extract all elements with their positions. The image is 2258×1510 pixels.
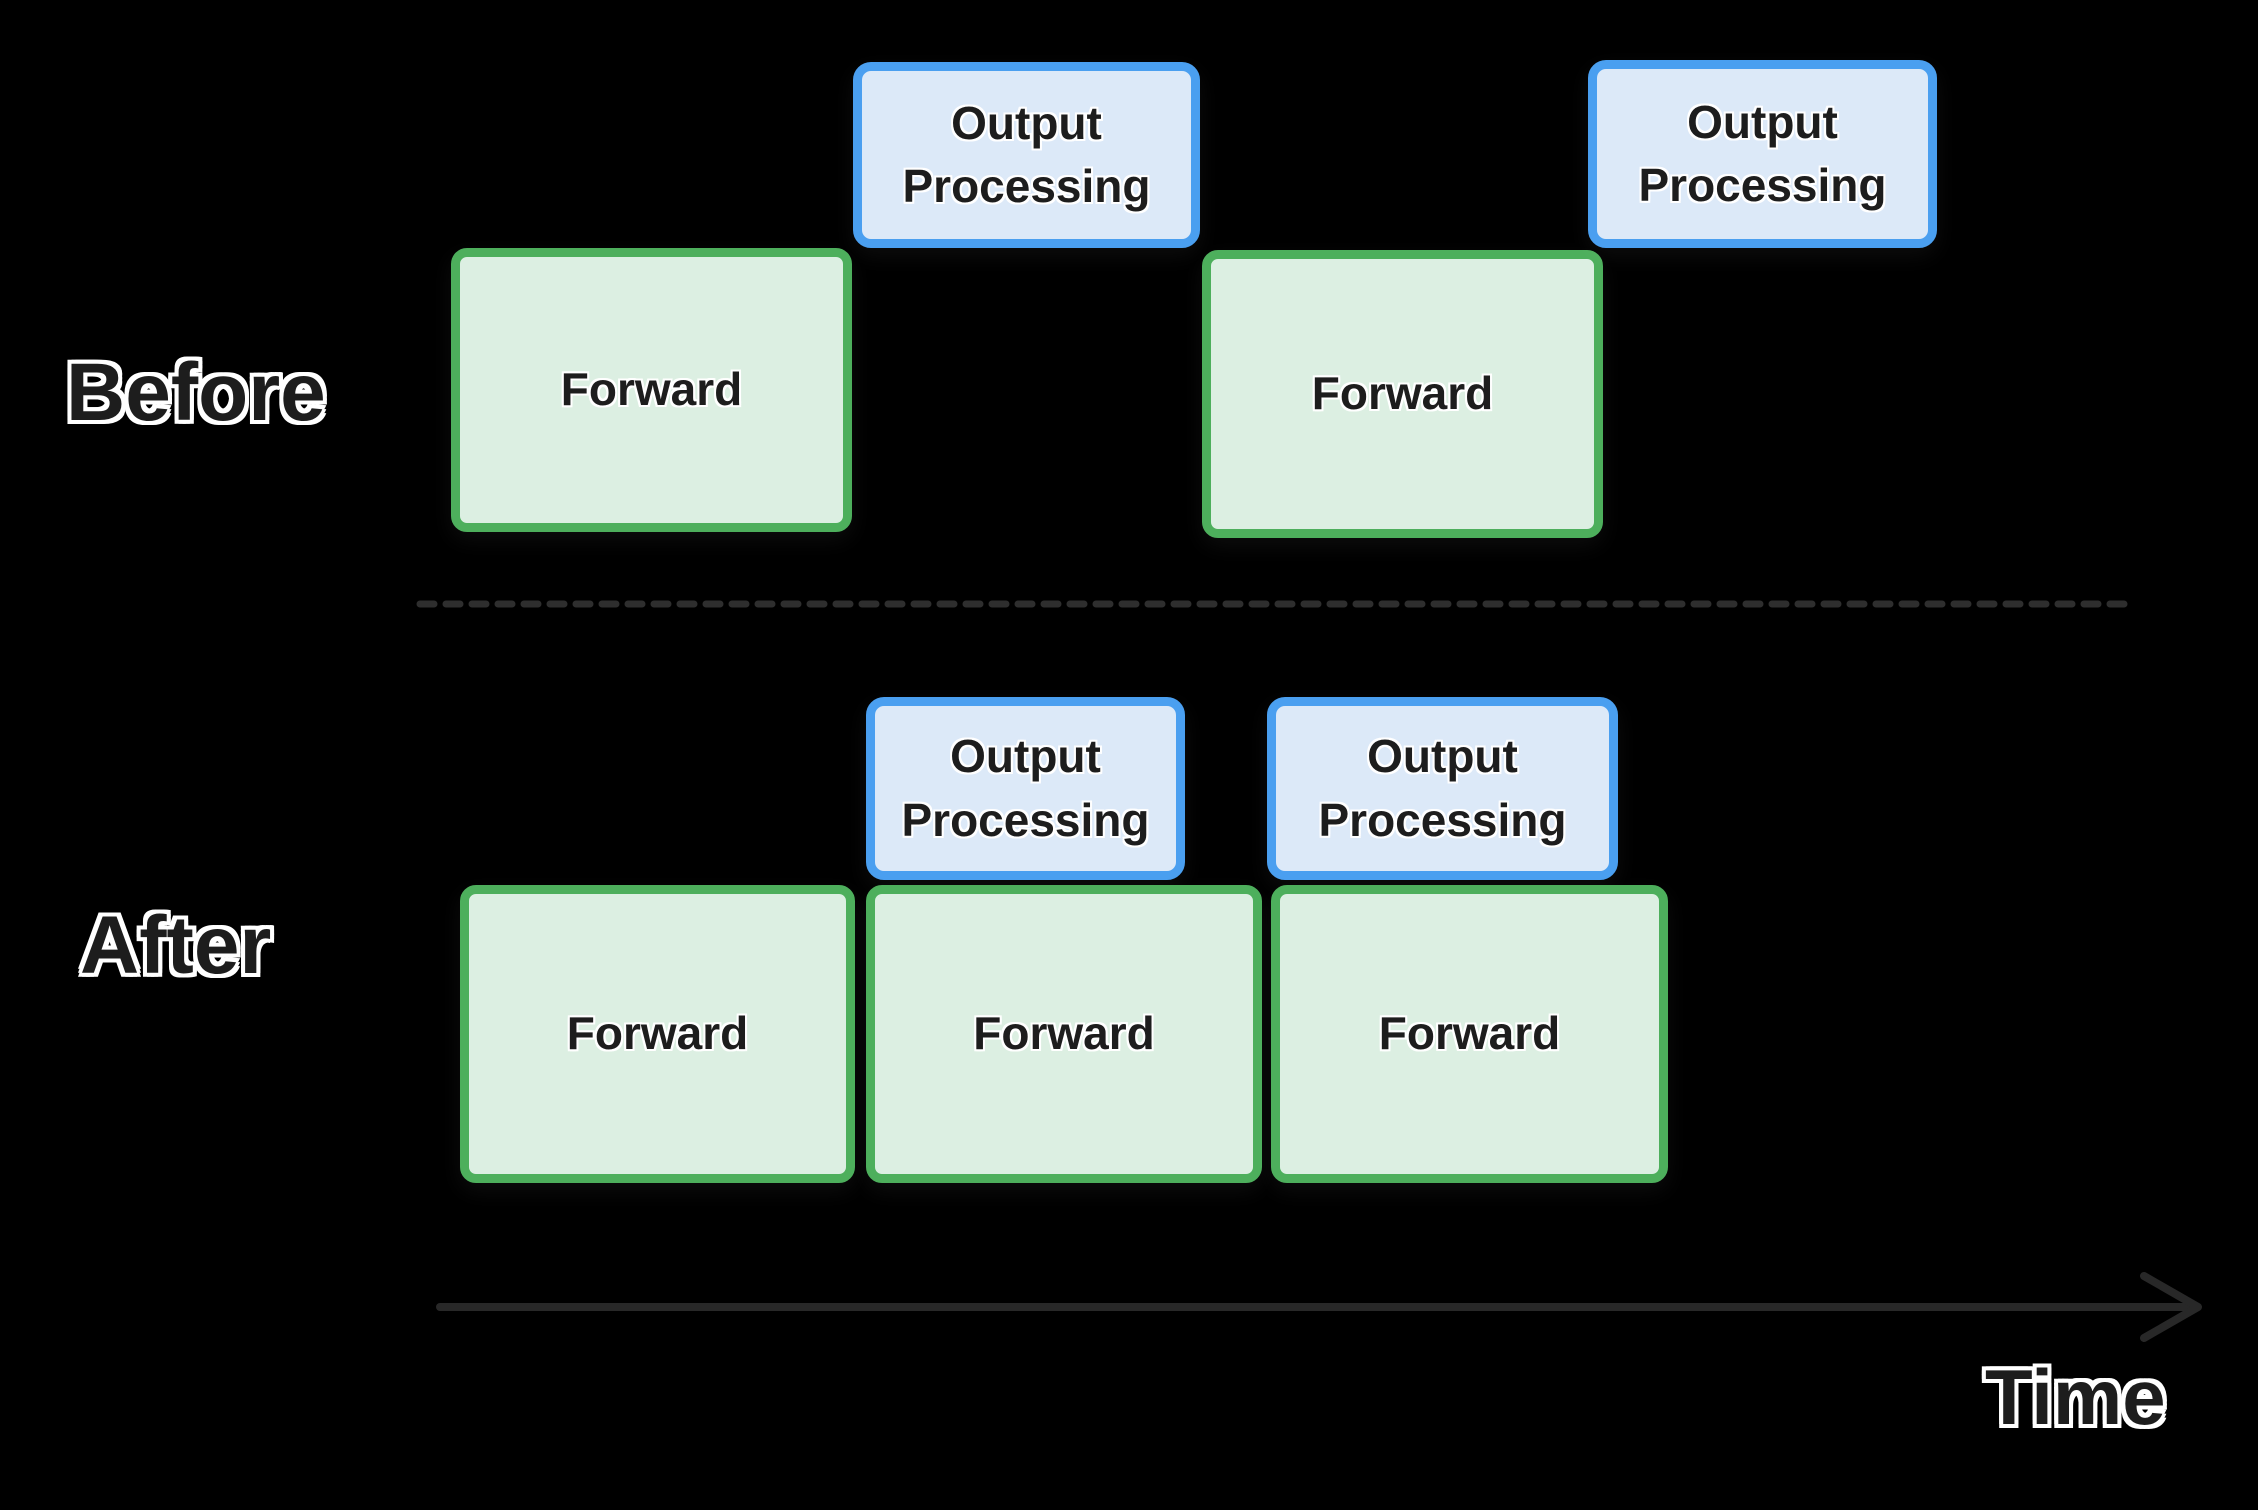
output-label-line1: Output <box>1687 95 1838 148</box>
forward-box: Forward <box>1271 885 1668 1183</box>
time-axis-label: Time <box>1985 1353 2166 1441</box>
after-row-label: After <box>80 900 272 991</box>
forward-box: Forward <box>866 885 1262 1183</box>
output-processing-box-label: Output Processing <box>902 725 1150 852</box>
output-label-line1: Output <box>1367 730 1518 783</box>
output-processing-box: Output Processing <box>1588 60 1937 248</box>
output-label-line2: Processing <box>902 160 1151 212</box>
forward-box-label: Forward <box>560 363 743 416</box>
time-axis-arrowhead-icon <box>2140 1272 2202 1342</box>
output-label-line2: Processing <box>1318 793 1567 846</box>
forward-box: Forward <box>1202 250 1603 538</box>
output-label-line2: Processing <box>901 793 1150 846</box>
forward-box: Forward <box>451 248 852 532</box>
output-processing-box-label: Output Processing <box>1639 91 1887 218</box>
forward-box: Forward <box>460 885 855 1183</box>
output-processing-box-label: Output Processing <box>1319 725 1567 852</box>
output-processing-box: Output Processing <box>866 697 1185 880</box>
output-label-line1: Output <box>951 96 1102 149</box>
output-processing-box: Output Processing <box>1267 697 1618 880</box>
output-processing-box-label: Output Processing <box>903 92 1151 219</box>
output-label-line1: Output <box>950 730 1101 783</box>
output-processing-box: Output Processing <box>853 62 1200 248</box>
before-row-label: Before <box>66 347 326 438</box>
forward-box-label: Forward <box>1378 1007 1561 1060</box>
forward-box-label: Forward <box>566 1007 749 1060</box>
output-label-line2: Processing <box>1638 159 1887 211</box>
forward-box-label: Forward <box>973 1007 1155 1060</box>
forward-box-label: Forward <box>1311 367 1494 420</box>
